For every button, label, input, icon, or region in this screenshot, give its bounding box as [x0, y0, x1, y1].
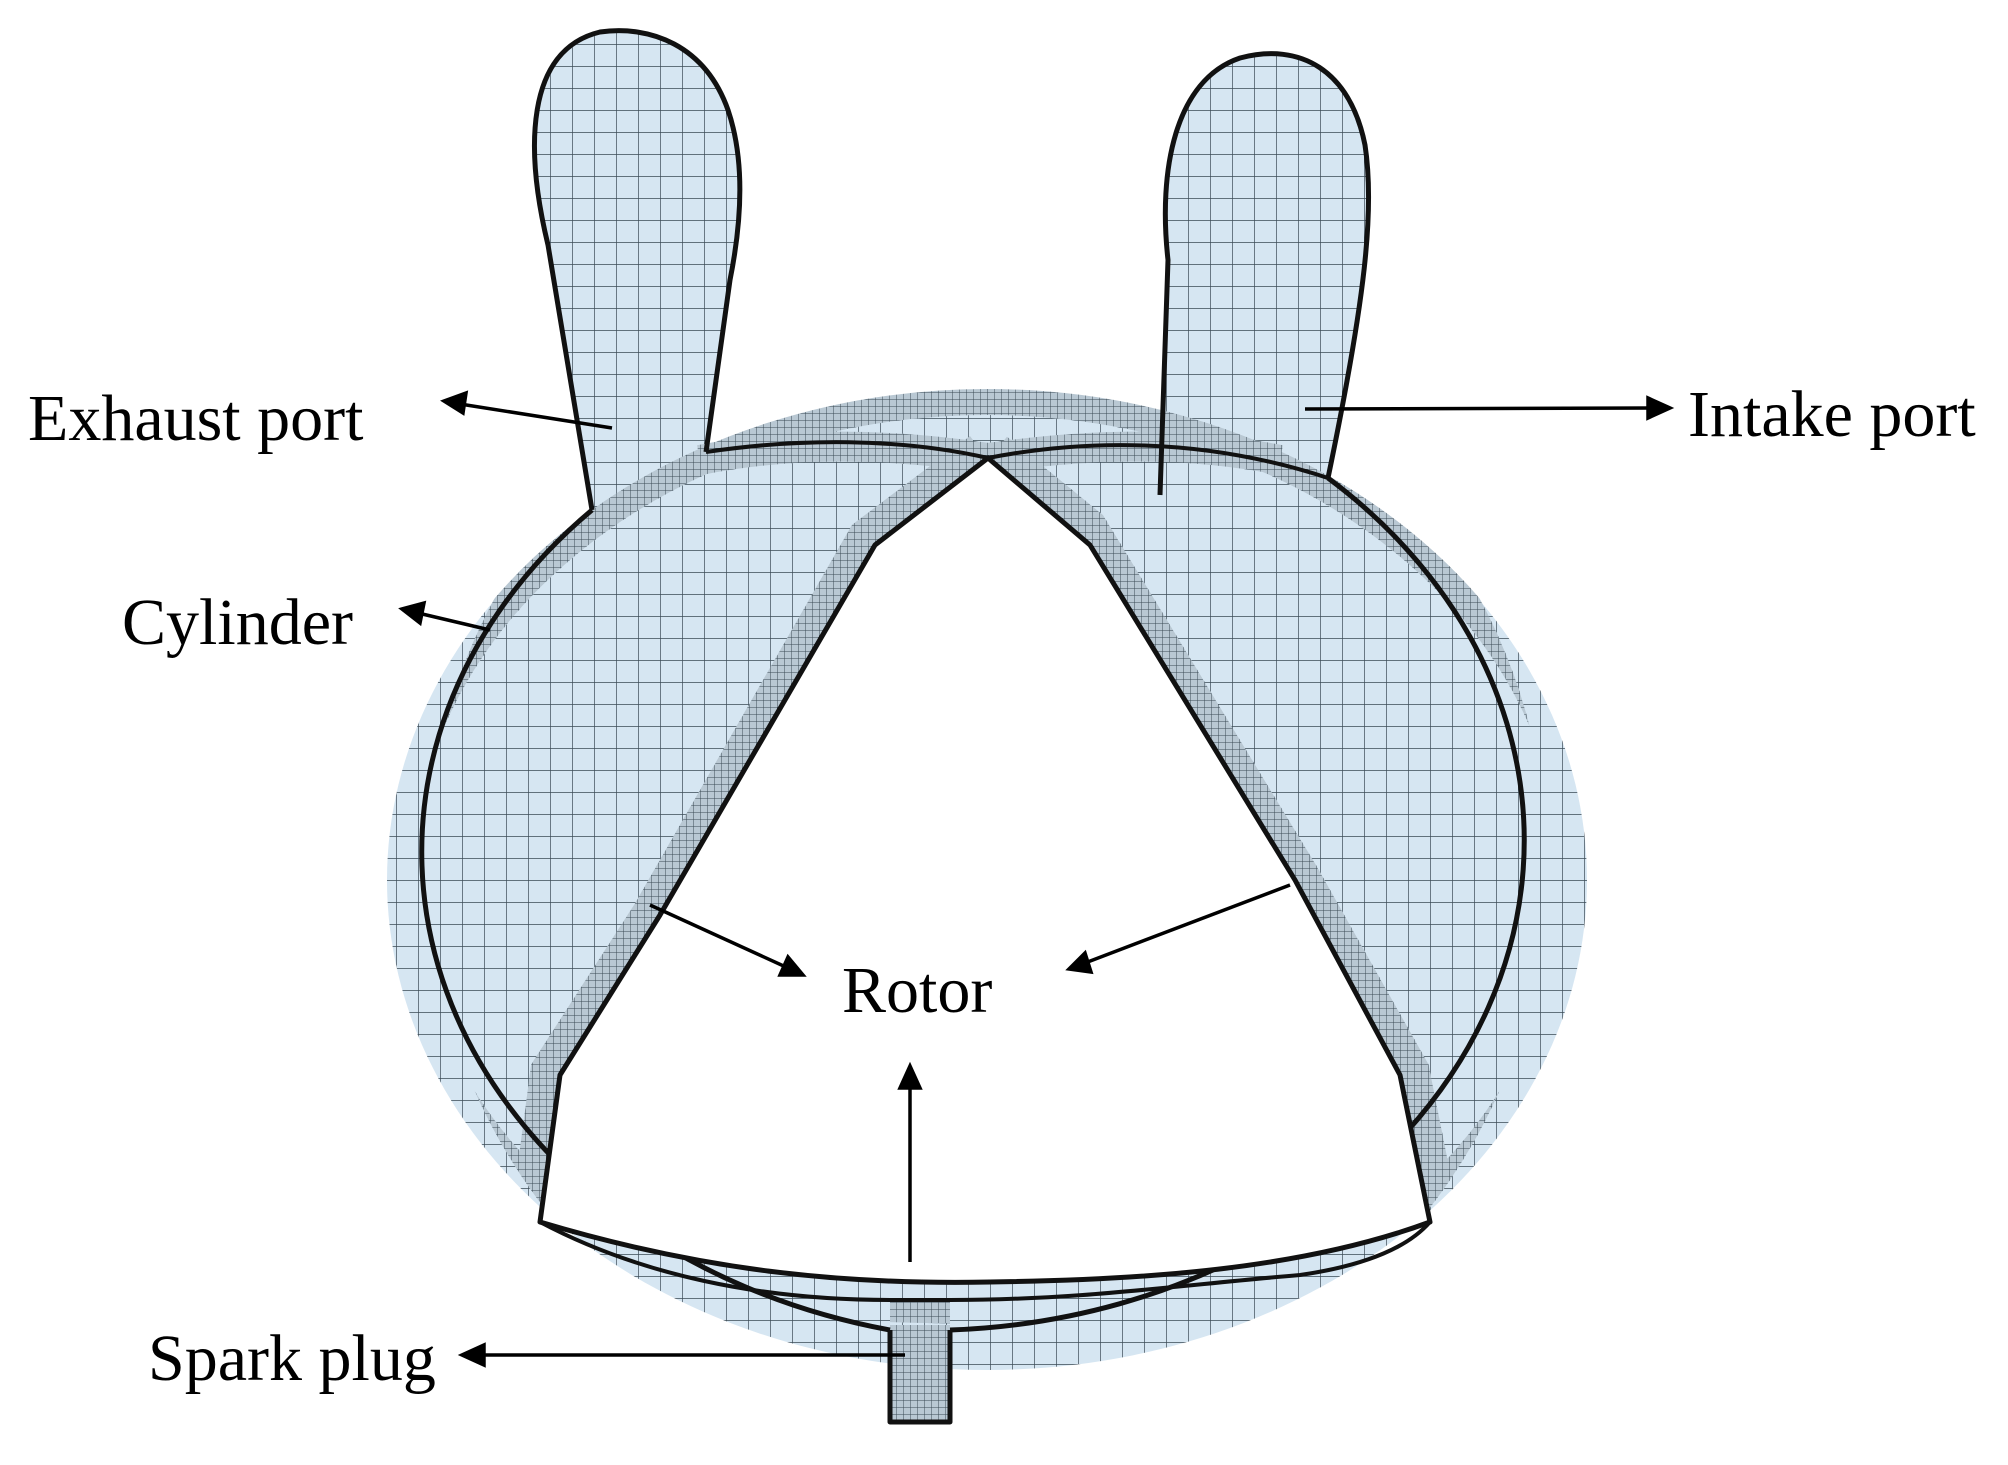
- cylinder-arrow: [417, 611, 491, 632]
- rotor-arrowhead-right: [1065, 949, 1094, 975]
- spark-plug-label: Spark plug: [148, 1322, 436, 1395]
- cylinder-label: Cylinder: [122, 586, 353, 659]
- rotor-arrow-left: [649, 903, 789, 970]
- intake-port-shape: [1160, 53, 1369, 495]
- cylinder-arrowhead: [398, 600, 427, 627]
- exhaust-port-shape: [534, 30, 740, 511]
- rotor-arrowhead-bottom: [897, 1061, 923, 1090]
- exhaust-port-arrowhead: [440, 390, 469, 416]
- rotor-arrowhead-left: [777, 953, 807, 977]
- spark-plug-shape: [890, 1325, 950, 1420]
- rotor-shape: [537, 455, 1433, 1285]
- rotor-arrow-right: [1084, 883, 1291, 965]
- exhaust-port-outline: [532, 28, 743, 511]
- rotor-label: Rotor: [842, 954, 992, 1027]
- bottom-chamber-line: [539, 1220, 1432, 1302]
- intake-port-arrow: [1304, 406, 1653, 411]
- intake-port-outline: [1157, 51, 1372, 496]
- spark-plug-outline: [887, 1330, 953, 1425]
- spark-plug-arrowhead: [457, 1342, 486, 1368]
- exhaust-port-arrow: [459, 402, 613, 430]
- intake-port-arrowhead: [1646, 395, 1675, 421]
- intake-port-label: Intake port: [1688, 378, 1976, 451]
- annotation-arrows: [398, 390, 1675, 1368]
- exhaust-port-label: Exhaust port: [28, 382, 363, 455]
- apex-line: [705, 440, 1329, 480]
